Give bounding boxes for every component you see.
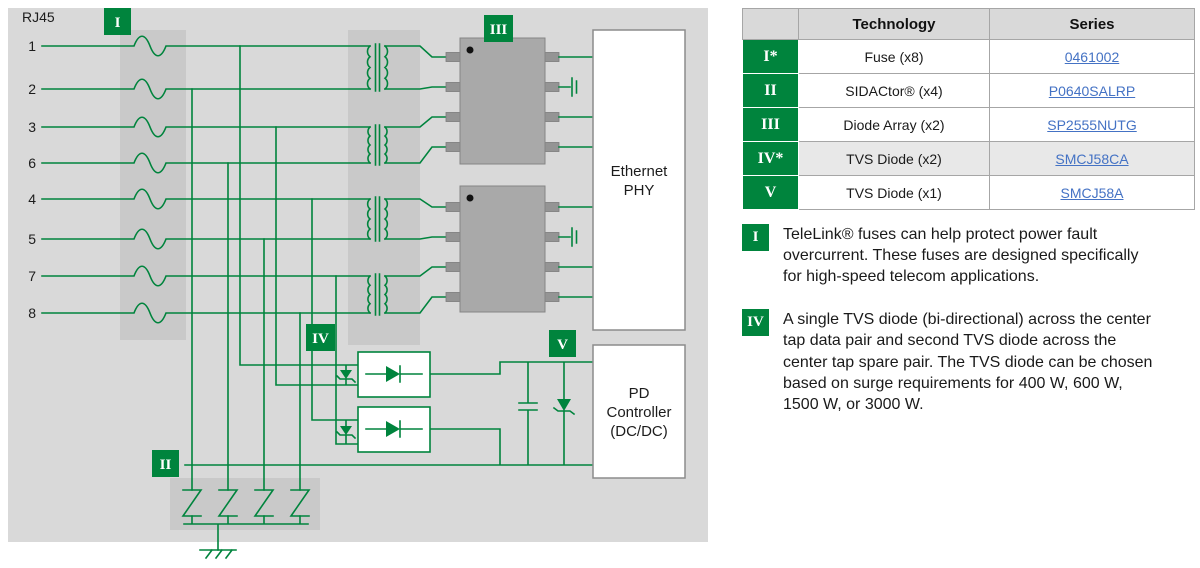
row-roman-badge: IV*: [742, 141, 799, 176]
table-row: III Diode Array (x2) SP2555NUTG: [742, 107, 1195, 142]
note-text: TeleLink® fuses can help protect power f…: [783, 226, 1139, 286]
technology-cell: SIDACtor® (x4): [798, 73, 990, 108]
notes-section: I TeleLink® fuses can help protect power…: [742, 224, 1200, 437]
rj45-pin-label: 4: [28, 191, 36, 207]
svg-text:I: I: [115, 15, 121, 31]
badge-iii: III: [484, 15, 513, 42]
transformer-cores: [374, 43, 381, 316]
note-tvs: IV A single TVS diode (bi-directional) a…: [742, 309, 1200, 415]
ethernet-phy-box: Ethernet PHY: [592, 29, 686, 331]
technology-cell: TVS Diode (x2): [798, 141, 990, 176]
badge-i: I: [104, 8, 131, 35]
pin1-dot: [466, 194, 474, 202]
table-corner-cell: [742, 8, 799, 40]
pd-label3: (DC/DC): [610, 423, 668, 440]
note-text: A single TVS diode (bi-directional) acro…: [783, 311, 1153, 413]
series-link[interactable]: 0461002: [1064, 48, 1120, 65]
table-row: I* Fuse (x8) 0461002: [742, 39, 1195, 74]
bridge-rectifier-2: [357, 406, 431, 453]
rj45-pin-label: 8: [28, 305, 36, 321]
rj45-pin-label: 6: [28, 155, 36, 171]
row-roman-badge: V: [742, 175, 799, 210]
bridge-rectifier-1: [357, 351, 431, 398]
rj45-pin-label: 3: [28, 119, 36, 135]
technology-header: Technology: [798, 8, 990, 40]
phy-wires: [558, 56, 594, 298]
series-link[interactable]: SMCJ58A: [1060, 184, 1124, 201]
technology-cell: Diode Array (x2): [798, 107, 990, 142]
row-roman-badge: III: [742, 107, 799, 142]
row-roman-badge: I*: [742, 39, 799, 74]
transformer-block: [348, 30, 420, 345]
output-tvs-diode: [552, 399, 576, 416]
svg-text:IV: IV: [312, 331, 329, 347]
svg-text:V: V: [557, 337, 568, 353]
pin1-dot: [466, 46, 474, 54]
ic-chip-2: [445, 185, 560, 313]
ic-chip-1: [445, 37, 560, 165]
note-telelink: I TeleLink® fuses can help protect power…: [742, 224, 1200, 287]
table-row: II SIDACtor® (x4) P0640SALRP: [742, 73, 1195, 108]
rj45-pin-label: 7: [28, 268, 36, 284]
technology-cell: Fuse (x8): [798, 39, 990, 74]
ethernet-phy-label2: PHY: [624, 182, 655, 199]
badge-v: V: [549, 330, 576, 357]
sidactor-block: [170, 478, 320, 530]
rj45-pin-label: 1: [28, 38, 36, 54]
rj45-pin-labels: 1 2 3 6 4 5 7 8: [28, 38, 36, 321]
badge-ii: II: [152, 450, 179, 477]
tvs-diode-1: [335, 370, 357, 384]
transformers: [366, 43, 447, 316]
ground-icon: [199, 548, 237, 560]
row-roman-badge: II: [742, 73, 799, 108]
ethernet-phy-label: Ethernet: [611, 163, 669, 180]
note-badge-iv: IV: [742, 309, 769, 337]
technology-table: Technology Series I* Fuse (x8) 0461002 I…: [742, 8, 1195, 210]
sidactor-symbols: [181, 489, 311, 517]
svg-text:III: III: [490, 22, 508, 38]
series-header: Series: [989, 8, 1195, 40]
svg-text:II: II: [160, 457, 172, 473]
series-link[interactable]: SP2555NUTG: [1047, 116, 1137, 133]
circuit-diagram: Ethernet PHY PD Controller (DC/DC) RJ45 …: [8, 8, 708, 560]
pd-label: PD: [629, 385, 650, 402]
series-link[interactable]: SMCJ58CA: [1055, 150, 1129, 167]
technology-panel: Technology Series I* Fuse (x8) 0461002 I…: [742, 8, 1195, 210]
table-row: IV* TVS Diode (x2) SMCJ58CA: [742, 141, 1195, 176]
table-row: V TVS Diode (x1) SMCJ58A: [742, 175, 1195, 210]
rj45-label: RJ45: [22, 9, 55, 25]
rj45-pin-label: 2: [28, 81, 36, 97]
pd-label2: Controller: [606, 404, 671, 421]
note-badge-i: I: [742, 224, 769, 251]
fuse-block: [120, 30, 186, 340]
rj45-pin-label: 5: [28, 231, 36, 247]
badge-iv: IV: [306, 324, 335, 351]
series-link[interactable]: P0640SALRP: [1048, 82, 1136, 99]
tvs-diode-2: [335, 426, 357, 440]
technology-cell: TVS Diode (x1): [798, 175, 990, 210]
rj45-pin-lines: [41, 35, 371, 324]
secondary-wires: [384, 45, 447, 314]
power-wiring: [183, 45, 594, 551]
pd-controller-box: PD Controller (DC/DC): [592, 344, 686, 479]
